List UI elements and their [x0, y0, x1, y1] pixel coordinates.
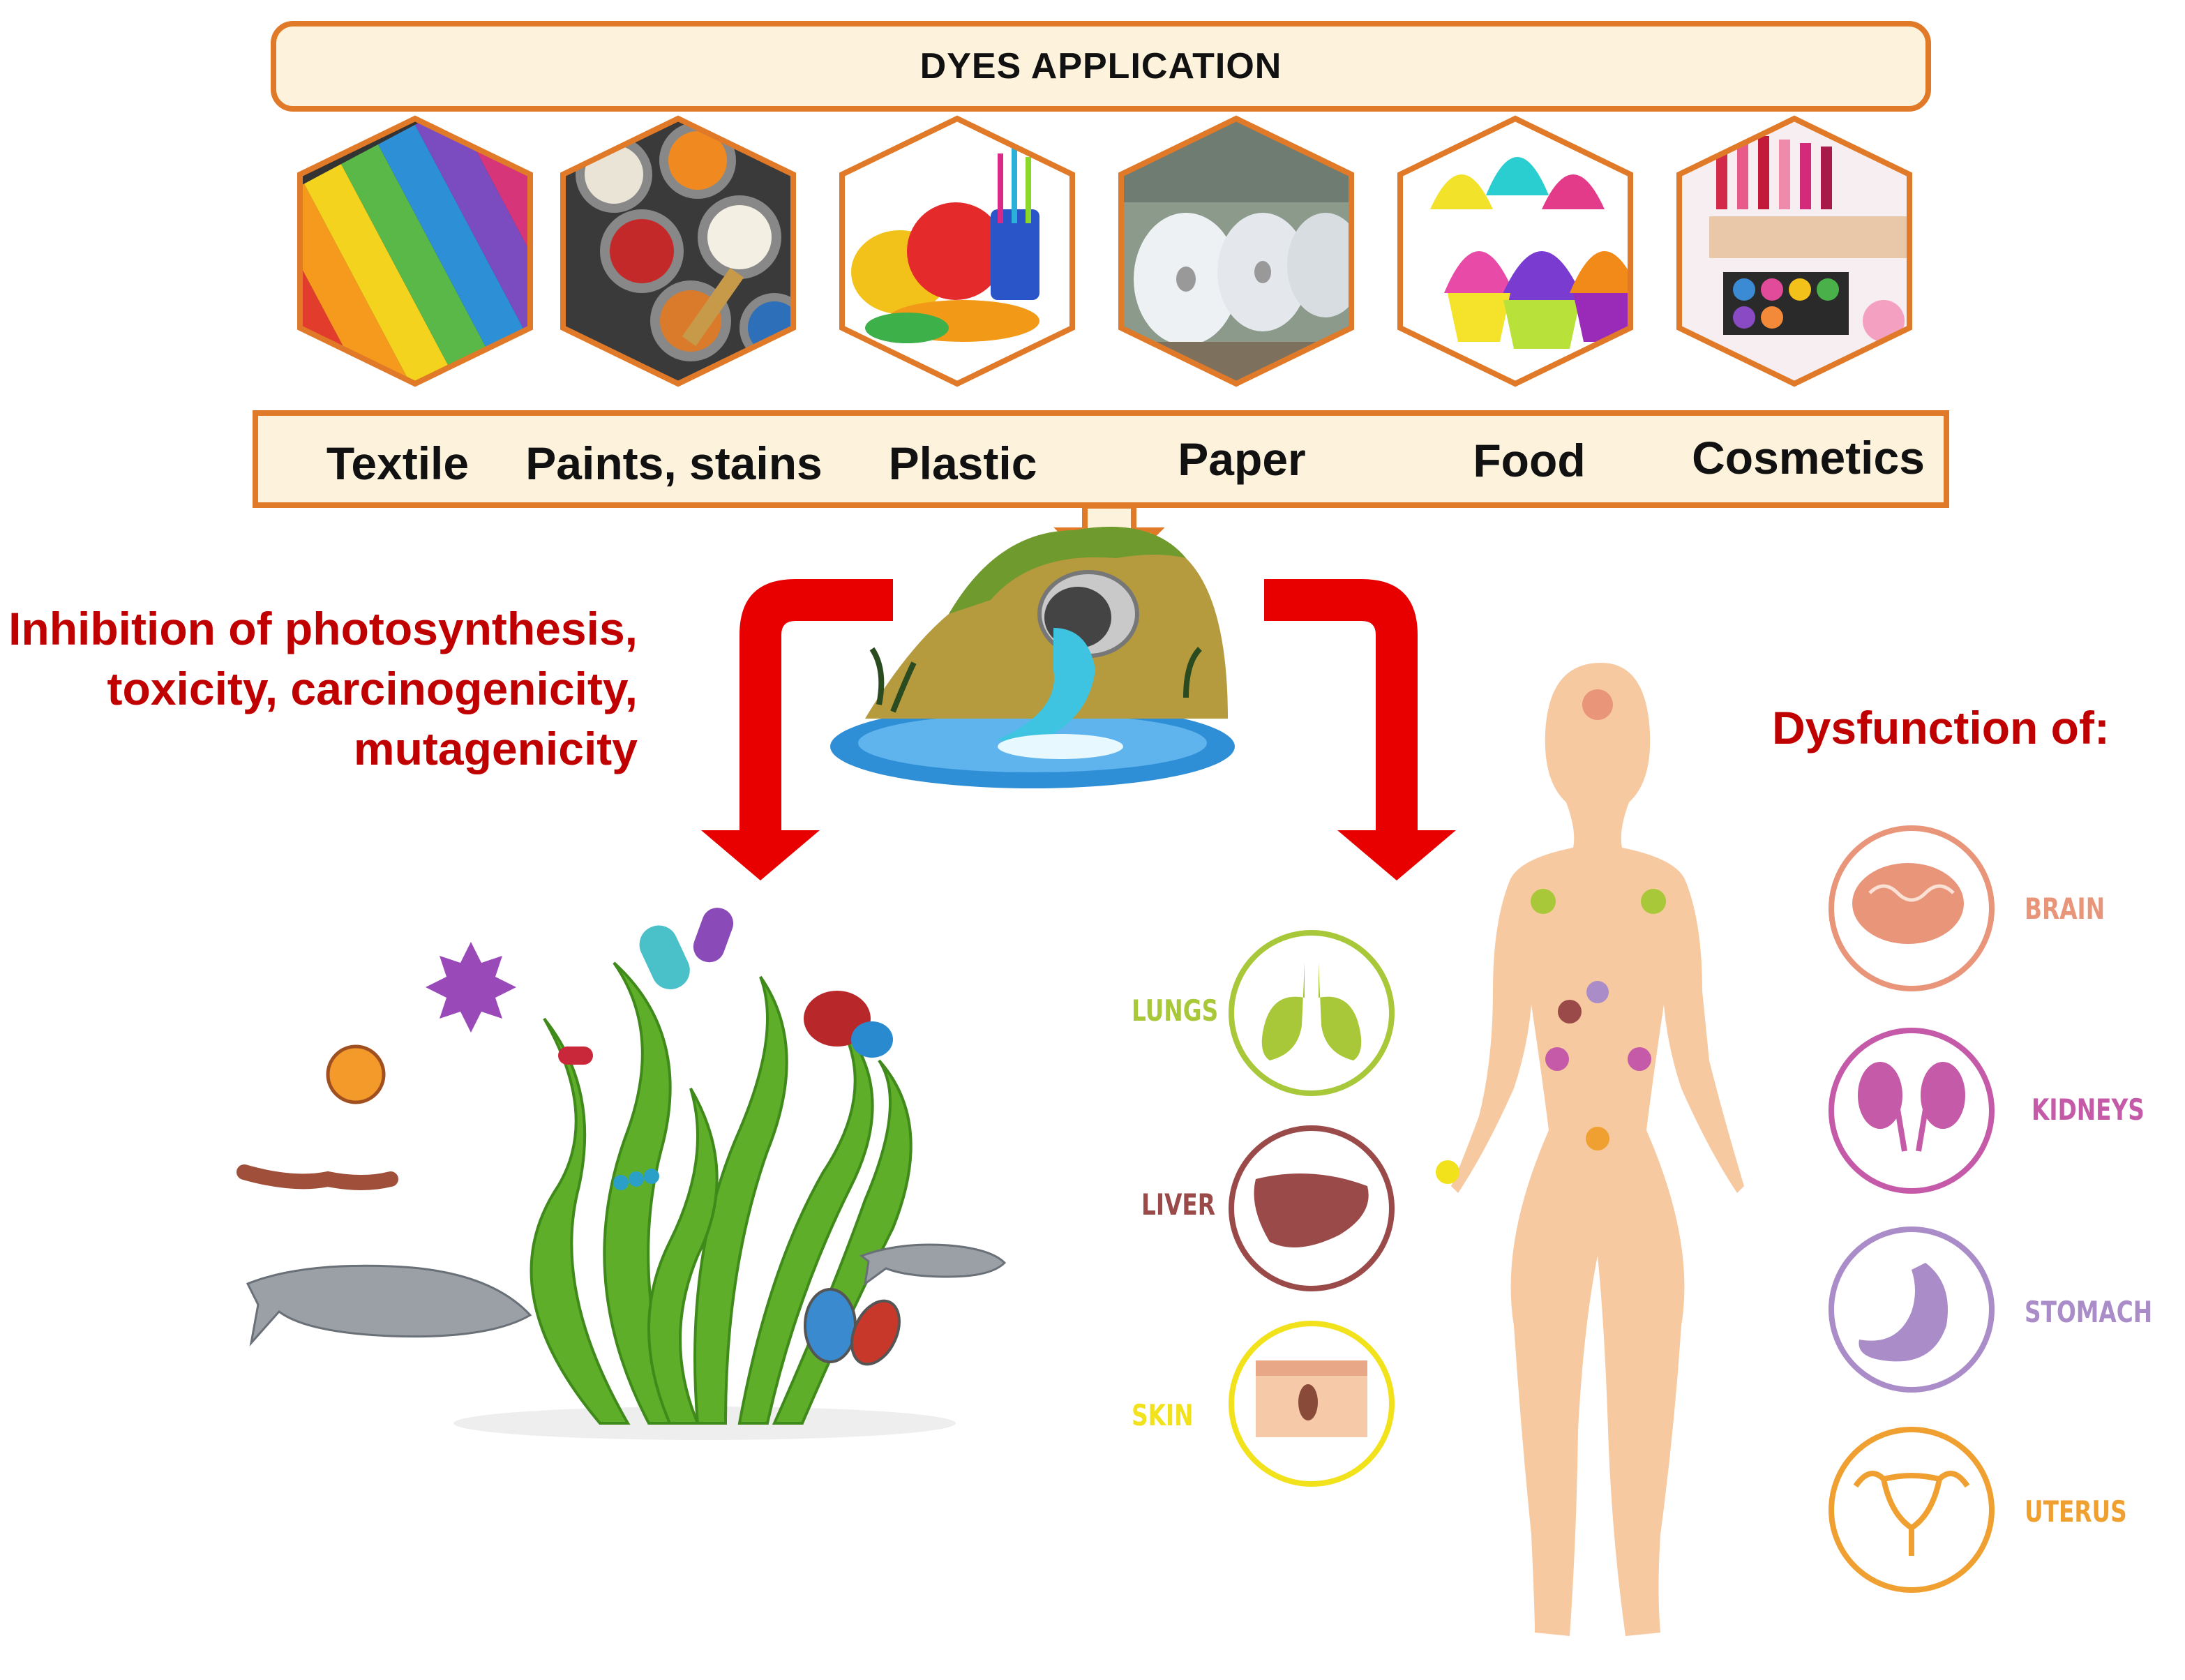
- plastic-ware-icon: [839, 115, 1075, 387]
- liver-icon: [1229, 1125, 1395, 1291]
- organ-label-uterus: UTERUS: [2025, 1494, 2127, 1529]
- environment-effect-line: toxicity, carcinogenicity,: [107, 663, 638, 714]
- label-plastic: Plastic: [888, 437, 1037, 489]
- label-paints: Paints, stains: [525, 437, 823, 489]
- right-red-arrow-icon: [1264, 579, 1456, 880]
- wastewater-pipe-icon: [830, 527, 1235, 788]
- kidneys-icon: [1829, 1028, 1995, 1194]
- organ-label-liver: LIVER: [1141, 1187, 1216, 1222]
- left-red-arrow-icon: [701, 579, 893, 880]
- label-cosmetics: Cosmetics: [1692, 432, 1925, 483]
- environment-effect-line: Inhibition of photosynthesis,: [8, 603, 638, 654]
- lungs-icon: [1229, 930, 1395, 1096]
- organ-label-lungs: LUNGS: [1132, 993, 1219, 1028]
- label-textile: Textile: [326, 437, 470, 489]
- aquatic-ecosystem-icon: [236, 908, 1007, 1440]
- label-food: Food: [1473, 435, 1586, 486]
- paint-cans-icon: [560, 115, 796, 387]
- stomach-icon: [1829, 1227, 1995, 1393]
- textile-icon: [297, 115, 533, 387]
- environment-effect-line: mutagenicity: [353, 723, 638, 774]
- organ-label-stomach: STOMACH: [2025, 1295, 2153, 1329]
- header-title: DYES APPLICATION: [919, 46, 1282, 87]
- label-paper: Paper: [1178, 433, 1306, 485]
- human-body-icon: [1436, 663, 1744, 1636]
- organ-label-kidneys: KIDNEYS: [2032, 1093, 2145, 1127]
- environment-effects-text: Inhibition of photosynthesis, toxicity, …: [8, 599, 638, 779]
- brain-icon: [1829, 825, 1995, 991]
- dysfunction-heading: Dysfunction of:: [1772, 702, 2110, 753]
- applications-label-bar: Textile Paints, stains Plastic Paper Foo…: [253, 410, 1949, 508]
- cupcakes-icon: [1397, 115, 1633, 387]
- cosmetics-icon: [1676, 115, 1912, 387]
- skin-icon: [1229, 1321, 1395, 1487]
- paper-rolls-icon: [1118, 115, 1354, 387]
- uterus-icon: [1829, 1427, 1995, 1593]
- organ-label-brain: BRAIN: [2025, 892, 2105, 926]
- dyes-application-header: DYES APPLICATION: [271, 21, 1931, 112]
- organ-label-skin: SKIN: [1132, 1398, 1194, 1432]
